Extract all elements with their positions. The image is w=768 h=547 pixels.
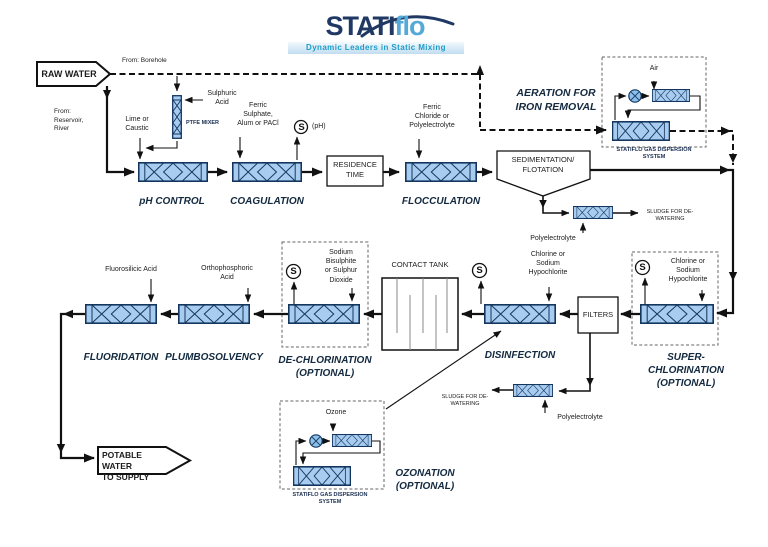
logo-tagline-bar bbox=[288, 42, 464, 54]
static-mixer-superchlorination bbox=[640, 304, 714, 324]
static-mixer-disinfection bbox=[484, 304, 556, 324]
logo-swoosh-icon bbox=[360, 15, 455, 38]
ptfe-mixer-label: PTFE MIXER bbox=[186, 120, 220, 126]
potable-water-label: POTABLE WATER TO SUPPLY bbox=[102, 450, 150, 483]
disinfection-sensor-circle bbox=[471, 262, 488, 279]
sludge-dewatering-1-label: SLUDGE FOR DE- WATERING bbox=[646, 209, 694, 223]
main-flow-lines bbox=[59, 86, 735, 463]
raw-water-tag bbox=[36, 61, 112, 87]
sodium-bisulphite-label: Sodium Bisulphite or Sulphur Dioxide bbox=[324, 249, 358, 284]
stage-plumbosolvency: PLUMBOSOLVENCY bbox=[165, 352, 263, 363]
ozonation-system-box bbox=[279, 400, 385, 490]
ozone-label: Ozone bbox=[325, 409, 347, 416]
static-mixer-flocculation bbox=[405, 162, 477, 182]
static-mixer-ozonation-main bbox=[293, 466, 351, 486]
sludge-dewatering-2-label: SLUDGE FOR DE- WATERING bbox=[441, 394, 489, 408]
air-label: Air bbox=[649, 65, 659, 72]
static-mixer-ph-control bbox=[138, 162, 208, 182]
stage-fluoridation: FLUORIDATION bbox=[83, 352, 159, 363]
orthophosphoric-acid-label: Orthophosphoric Acid bbox=[201, 265, 253, 282]
stage-aeration: AERATION FOR IRON REMOVAL bbox=[515, 87, 597, 113]
potable-water-tag bbox=[97, 446, 193, 475]
dechlorination-sensor-symbol: S bbox=[290, 266, 297, 277]
static-mixer-aeration-injector bbox=[652, 89, 690, 102]
superchlorination-sensor-symbol: S bbox=[639, 262, 646, 273]
static-mixer-plumbosolvency bbox=[178, 304, 250, 324]
contact-tank-label: CONTACT TANK bbox=[391, 260, 449, 269]
sedimentation-label: SEDIMENTATION/ FLOTATION bbox=[511, 155, 575, 174]
logo-tagline: Dynamic Leaders in Static Mixing bbox=[306, 43, 446, 52]
borehole-dashed-line bbox=[110, 73, 734, 165]
sludge-lines bbox=[491, 196, 639, 395]
fluorosilicic-acid-label: Fluorosilicic Acid bbox=[105, 266, 157, 273]
residence-time-label: RESIDENCE TIME bbox=[333, 160, 377, 179]
filters-box bbox=[577, 296, 619, 334]
stage-disinfection: DISINFECTION bbox=[484, 350, 556, 361]
gas-dispersion-aeration-label: STATIFLO GAS DISPERSION SYSTEM bbox=[616, 147, 692, 161]
residence-time-box bbox=[326, 155, 384, 187]
stage-flocculation: FLOCCULATION bbox=[401, 196, 481, 207]
superchlorination-sensor-circle bbox=[634, 259, 651, 276]
sensor-circles bbox=[285, 119, 651, 280]
static-mixer-sludge-1 bbox=[573, 206, 613, 219]
static-mixer-dechlorination bbox=[288, 304, 360, 324]
dashed-boundary-boxes bbox=[279, 56, 719, 490]
sulphuric-acid-label: Sulphuric Acid bbox=[207, 90, 237, 107]
dechlorination-box bbox=[281, 241, 369, 348]
static-mixer-ozone-injector bbox=[332, 434, 372, 447]
contact-tank-vessel bbox=[381, 277, 459, 351]
stage-coagulation: COAGULATION bbox=[230, 196, 304, 207]
static-mixer-aeration-main bbox=[612, 121, 670, 141]
disinfection-sensor-symbol: S bbox=[476, 265, 483, 276]
stage-ph-control: pH CONTROL bbox=[139, 196, 205, 207]
stage-ozonation: OZONATION (OPTIONAL) bbox=[395, 468, 455, 493]
contact-tank-baffles bbox=[396, 278, 448, 350]
polyelectrolyte-2-label: Polyelectrolyte bbox=[557, 414, 603, 421]
ferric-sulphate-label: Ferric Sulphate, Alum or PACl bbox=[237, 102, 279, 128]
dashed-line-arrowheads bbox=[476, 65, 738, 163]
chlorine-disinfection-label: Chlorine or Sodium Hypochlorite bbox=[528, 251, 568, 277]
ph-sensor-symbol: S bbox=[298, 121, 305, 133]
superchlorination-box bbox=[631, 251, 719, 346]
static-mixer-fluoridation bbox=[85, 304, 157, 324]
from-reservoir-label: From: Reservoir, River bbox=[54, 108, 84, 133]
filters-label: FILTERS bbox=[582, 310, 614, 319]
chlorine-super-label: Chlorine or Sodium Hypochlorite bbox=[668, 258, 708, 284]
ozonation-pump-icon bbox=[309, 434, 323, 448]
dechlorination-sensor-circle bbox=[285, 263, 302, 280]
aeration-system-box bbox=[601, 56, 707, 148]
ph-tag-label: (pH) bbox=[312, 123, 326, 130]
dosing-lines bbox=[136, 76, 706, 465]
from-borehole-label: From: Borehole bbox=[122, 57, 167, 64]
ferric-chloride-label: Ferric Chloride or Polyelectrolyte bbox=[409, 104, 455, 130]
ptfe-static-mixer bbox=[172, 95, 182, 139]
sedimentation-vessel bbox=[496, 150, 591, 197]
logo-secondary: flo bbox=[394, 11, 426, 41]
ph-sensor-circle bbox=[293, 119, 309, 135]
static-mixer-coagulation bbox=[232, 162, 302, 182]
raw-water-label: RAW WATER bbox=[41, 69, 97, 79]
logo: STATIflo bbox=[275, 13, 475, 40]
stage-superchlorination: SUPER- CHLORINATION (OPTIONAL) bbox=[648, 352, 724, 390]
logo-primary: STATI bbox=[325, 11, 396, 41]
polyelectrolyte-1-label: Polyelectrolyte bbox=[530, 235, 576, 242]
static-mixer-sludge-2 bbox=[513, 384, 553, 397]
stage-dechlorination: DE-CHLORINATION (OPTIONAL) bbox=[278, 355, 372, 380]
lime-caustic-label: Lime or Caustic bbox=[125, 116, 149, 133]
gas-dispersion-ozonation-label: STATIFLO GAS DISPERSION SYSTEM bbox=[292, 492, 368, 506]
aeration-pump-icon bbox=[628, 89, 642, 103]
